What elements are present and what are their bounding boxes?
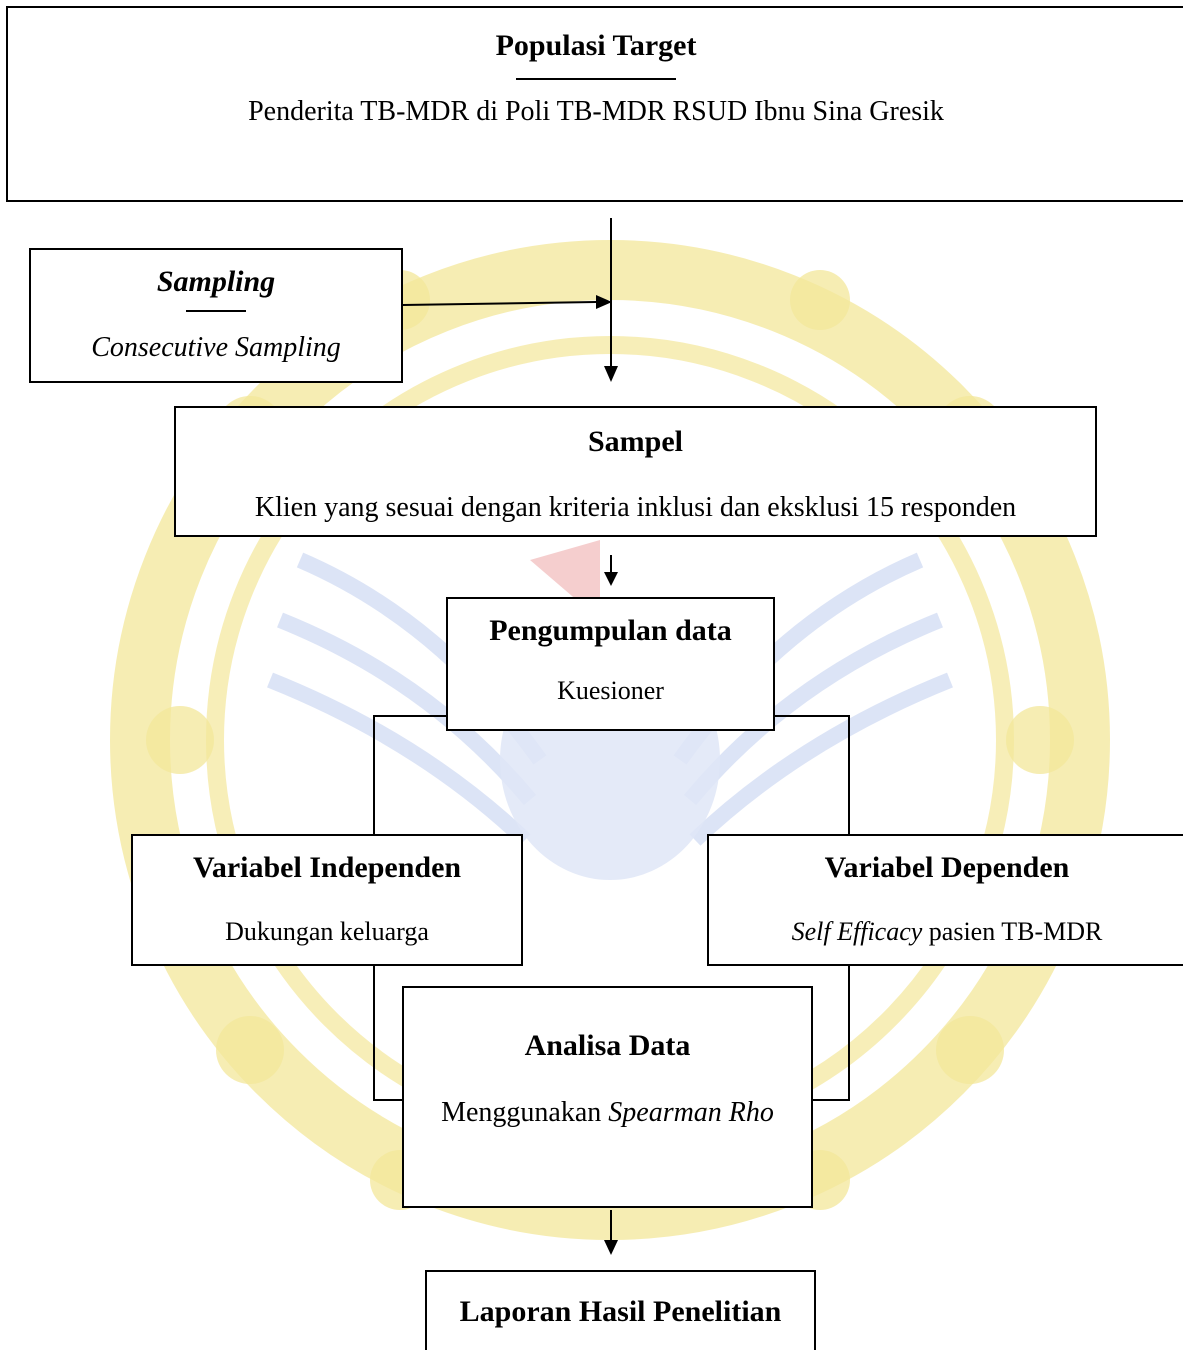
analisa-body: Menggunakan Spearman Rho	[404, 1092, 811, 1134]
sampling-body: Consecutive Sampling	[91, 332, 341, 363]
pengumpulan-body: Kuesioner	[557, 676, 664, 705]
arrow-sampling-to-main	[402, 301, 597, 306]
box-analisa-data: Analisa Data Menggunakan Spearman Rho	[402, 986, 813, 1208]
box-populasi-target: Populasi Target Penderita TB-MDR di Poli…	[6, 6, 1183, 202]
sampling-title: Sampling	[156, 265, 276, 298]
independen-title: Variabel Independen	[192, 851, 462, 884]
sampel-body: Klien yang sesuai dengan kriteria inklus…	[254, 492, 1017, 523]
line-dependen-to-analisa	[813, 966, 850, 1101]
line-independen-to-analisa	[373, 966, 402, 1101]
dependen-body-rest: pasien TB-MDR	[922, 917, 1103, 946]
populasi-divider	[516, 78, 676, 80]
line-pengumpulan-to-independen	[373, 715, 446, 834]
sampling-divider	[186, 310, 246, 312]
sampel-title: Sampel	[587, 425, 683, 458]
pengumpulan-title: Pengumpulan data	[489, 614, 732, 647]
populasi-title: Populasi Target	[495, 29, 697, 62]
box-laporan-hasil: Laporan Hasil Penelitian	[425, 1270, 816, 1350]
populasi-body: Penderita TB-MDR di Poli TB-MDR RSUD Ibn…	[248, 96, 944, 127]
analisa-title: Analisa Data	[524, 1029, 691, 1062]
independen-body: Dukungan keluarga	[225, 917, 429, 946]
box-variabel-dependen: Variabel Dependen Self Efficacy pasien T…	[707, 834, 1183, 966]
box-variabel-independen: Variabel Independen Dukungan keluarga	[131, 834, 523, 966]
line-pengumpulan-to-dependen	[775, 715, 850, 834]
laporan-title: Laporan Hasil Penelitian	[459, 1295, 782, 1328]
analisa-body-italic: Spearman Rho	[608, 1097, 774, 1128]
dependen-body: Self Efficacy pasien TB-MDR	[709, 912, 1183, 952]
dependen-title: Variabel Dependen	[824, 851, 1070, 884]
analisa-body-plain: Menggunakan	[441, 1097, 609, 1128]
box-pengumpulan-data: Pengumpulan data Kuesioner	[446, 597, 775, 731]
box-sampling: Sampling Consecutive Sampling	[29, 248, 403, 383]
dependen-body-italic: Self Efficacy	[791, 917, 923, 946]
box-sampel: Sampel Klien yang sesuai dengan kriteria…	[174, 406, 1097, 537]
